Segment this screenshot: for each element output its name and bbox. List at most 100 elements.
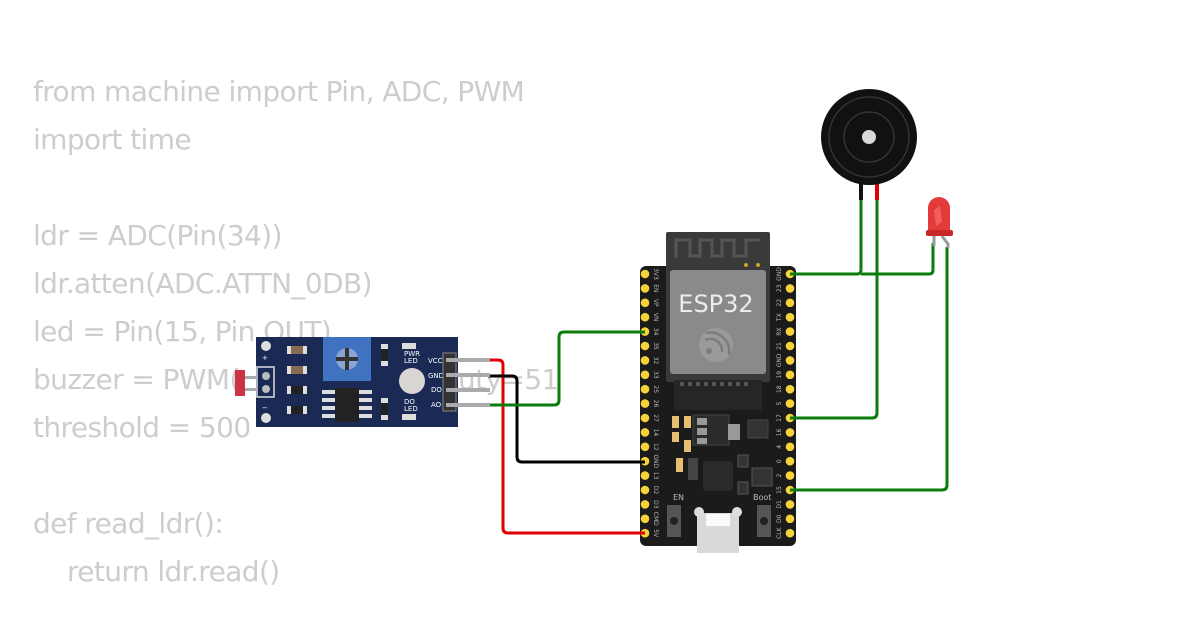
esp32-pin-label: 13 bbox=[652, 472, 659, 480]
esp32-pin-label: 15 bbox=[776, 486, 783, 494]
esp32-pin-26[interactable] bbox=[640, 399, 650, 408]
esp32-pin-19[interactable] bbox=[785, 370, 795, 380]
esp32-pin-label: 14 bbox=[652, 429, 659, 437]
potentiometer[interactable] bbox=[323, 337, 371, 381]
wire-ao-gpio34[interactable] bbox=[488, 330, 645, 407]
code-line: ldr.atten(ADC.ATTN_0DB) bbox=[33, 267, 373, 300]
esp32-pin-label: 5V bbox=[652, 529, 659, 538]
code-line: ldr = ADC(Pin(34)) bbox=[33, 219, 283, 252]
esp32-pin-label: 2 bbox=[776, 474, 783, 478]
esp32-pin-label: 18 bbox=[776, 385, 783, 393]
esp32-pin-21[interactable] bbox=[785, 341, 795, 351]
code-line: return ldr.read() bbox=[67, 555, 280, 588]
buzzer[interactable] bbox=[821, 89, 917, 200]
esp32-pin-gnd[interactable] bbox=[785, 356, 795, 365]
esp32-pin-label: 3V3 bbox=[652, 268, 659, 280]
esp32-pin-13[interactable] bbox=[640, 471, 650, 480]
esp32-pin-cmd[interactable] bbox=[640, 514, 650, 524]
esp32-pin-d0[interactable] bbox=[785, 514, 795, 524]
esp32-pin-label: 16 bbox=[776, 428, 783, 436]
wire-gnd-gnd[interactable] bbox=[488, 374, 645, 464]
esp32-pin-label: TX bbox=[776, 313, 783, 322]
header-pin-gnd[interactable] bbox=[446, 373, 490, 377]
esp32-pin-label: GND bbox=[652, 454, 659, 468]
esp32-pin-label: 0 bbox=[776, 459, 783, 463]
esp32-pin-label: 32 bbox=[652, 357, 659, 365]
esp32-pin-label: CMD bbox=[652, 512, 659, 526]
esp32-pin-label: 27 bbox=[652, 414, 659, 422]
esp32-pin-35[interactable] bbox=[640, 341, 650, 351]
wire-vcc-5v[interactable] bbox=[488, 358, 645, 535]
esp32-pin-5[interactable] bbox=[785, 399, 795, 408]
esp32-label: ESP32 bbox=[678, 290, 753, 318]
esp32-pin-3v3[interactable] bbox=[640, 269, 650, 279]
esp32-pin-14[interactable] bbox=[640, 428, 650, 437]
esp32-pin-label: D2 bbox=[652, 486, 659, 495]
en-label: EN bbox=[673, 493, 684, 502]
minus-label: − bbox=[262, 404, 268, 412]
esp32-pin-27[interactable] bbox=[640, 413, 650, 423]
esp32-pin-label: GND bbox=[776, 267, 783, 281]
esp32-pin-d2[interactable] bbox=[640, 485, 650, 495]
wire-buzzer-gpio17[interactable] bbox=[790, 198, 879, 420]
pin-label-ao: AO bbox=[431, 401, 442, 409]
esp32-pin-25[interactable] bbox=[640, 384, 650, 394]
esp32-pin-32[interactable] bbox=[640, 356, 650, 365]
esp32-pin-label: VN bbox=[652, 313, 659, 322]
esp32-pin-d1[interactable] bbox=[785, 500, 795, 509]
esp32-pin-23[interactable] bbox=[785, 284, 795, 293]
esp32-pin-label: 21 bbox=[776, 342, 783, 350]
en-button[interactable] bbox=[667, 505, 681, 537]
esp32-pin-16[interactable] bbox=[785, 428, 795, 437]
esp32-pin-d3[interactable] bbox=[640, 500, 650, 509]
code-line: def read_ldr(): bbox=[33, 507, 224, 540]
esp32-pin-label: D0 bbox=[776, 514, 783, 523]
usb-uart-chip bbox=[703, 461, 733, 491]
esp32-pin-label: RX bbox=[776, 327, 783, 335]
esp32-pin-en[interactable] bbox=[640, 284, 650, 293]
buzzer-pos-lead bbox=[875, 180, 879, 200]
do-led bbox=[402, 414, 416, 420]
esp32-pin-label: GND bbox=[776, 353, 783, 367]
esp32-pin-label: 12 bbox=[652, 443, 659, 451]
boot-button[interactable] bbox=[757, 505, 771, 537]
sensor-header bbox=[442, 352, 457, 412]
wire-buzzer-gnd[interactable] bbox=[790, 198, 863, 276]
esp32-pin-label: 5 bbox=[776, 402, 783, 406]
esp32-pin-vn[interactable] bbox=[640, 312, 650, 322]
esp32-pin-4[interactable] bbox=[785, 442, 795, 452]
esp32-pin-2[interactable] bbox=[785, 471, 795, 480]
header-pin-ao[interactable] bbox=[446, 403, 490, 407]
red-led[interactable] bbox=[926, 197, 953, 248]
comparator-ic bbox=[322, 388, 372, 422]
esp32-pin-rx[interactable] bbox=[785, 327, 795, 336]
esp32-pin-33[interactable] bbox=[640, 370, 650, 380]
pwr-led bbox=[402, 343, 416, 349]
esp32-pin-label: 23 bbox=[776, 284, 783, 292]
wires bbox=[488, 198, 949, 535]
esp32-pin-clk[interactable] bbox=[785, 528, 795, 538]
esp32-board[interactable]: ESP32 EN Boot bbox=[640, 232, 796, 553]
micro-usb-port[interactable] bbox=[694, 507, 742, 553]
esp32-pin-tx[interactable] bbox=[785, 312, 795, 322]
esp32-pin-label: 4 bbox=[776, 445, 783, 449]
esp32-pin-label: 22 bbox=[776, 299, 783, 307]
led-anode-lead bbox=[940, 235, 950, 248]
pin-label-gnd: GND bbox=[428, 372, 444, 380]
esp32-pin-18[interactable] bbox=[785, 384, 795, 394]
header-pin-do[interactable] bbox=[446, 388, 490, 392]
esp32-pin-0[interactable] bbox=[785, 456, 795, 466]
pin-label-vcc: VCC bbox=[428, 357, 443, 365]
esp32-shield bbox=[670, 270, 766, 374]
wire-led-gnd[interactable] bbox=[861, 243, 935, 276]
header-pin-vcc[interactable] bbox=[446, 358, 490, 362]
wire-led-gpio15[interactable] bbox=[790, 247, 949, 492]
esp32-pin-label: 25 bbox=[652, 385, 659, 393]
esp32-pin-vp[interactable] bbox=[640, 298, 650, 308]
esp32-pin-12[interactable] bbox=[640, 442, 650, 452]
esp32-pin-22[interactable] bbox=[785, 298, 795, 308]
